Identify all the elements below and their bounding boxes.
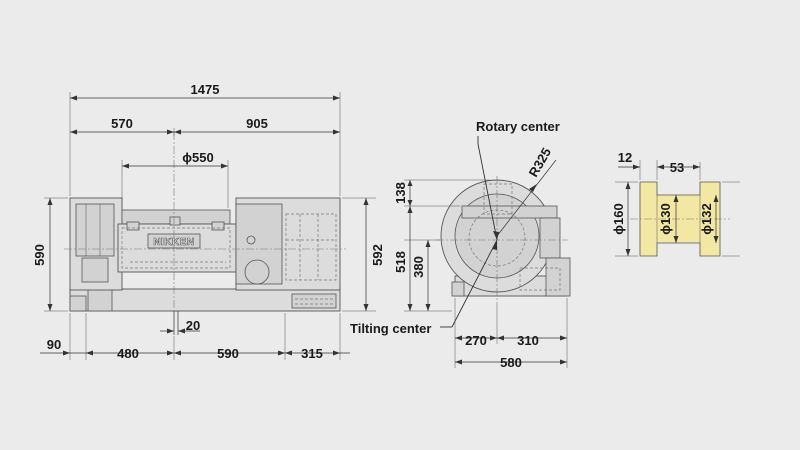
dim-slot-width: 20 [186, 318, 200, 333]
dim-overall-height: 590 [32, 244, 47, 266]
nikken-logo: NIKKEN [153, 237, 194, 248]
spindle-detail: 12 53 ϕ160 ϕ130 ϕ132 [611, 150, 740, 257]
dim-overall-width: 1475 [191, 82, 220, 97]
dim-radius: R325 [526, 145, 555, 179]
dim-flange: 12 [618, 150, 632, 165]
dim-side-base-left: 270 [465, 333, 487, 348]
dim-side-base-right: 310 [517, 333, 539, 348]
dim-table-diameter: ϕ550 [182, 150, 213, 165]
dim-total-height: 592 [370, 244, 385, 266]
dim-side-base-total: 580 [500, 355, 522, 370]
dim-d160: ϕ160 [611, 203, 626, 234]
side-table-plate [461, 205, 558, 219]
dim-height-518: 518 [393, 251, 408, 273]
dim-base-right: 315 [301, 346, 323, 361]
front-dimensions: 1475 570 905 ϕ550 590 592 20 [32, 82, 385, 361]
dim-height-380: 380 [411, 256, 426, 278]
motor-circle [244, 259, 270, 285]
side-view [436, 176, 571, 305]
dim-d132: ϕ132 [699, 203, 714, 234]
tilting-center-label: Tilting center [350, 321, 431, 336]
dim-top-offset: 138 [393, 182, 408, 204]
dim-base-offset: 90 [47, 337, 61, 352]
dim-base-left: 480 [117, 346, 139, 361]
dim-d130: ϕ130 [658, 203, 673, 234]
dim-length: 53 [670, 160, 684, 175]
front-view: NIKKEN [64, 132, 346, 335]
dim-base-middle: 590 [217, 346, 239, 361]
dim-left-to-center: 570 [111, 116, 133, 131]
rotary-center-label: Rotary center [476, 119, 560, 134]
dim-center-to-right: 905 [246, 116, 268, 131]
